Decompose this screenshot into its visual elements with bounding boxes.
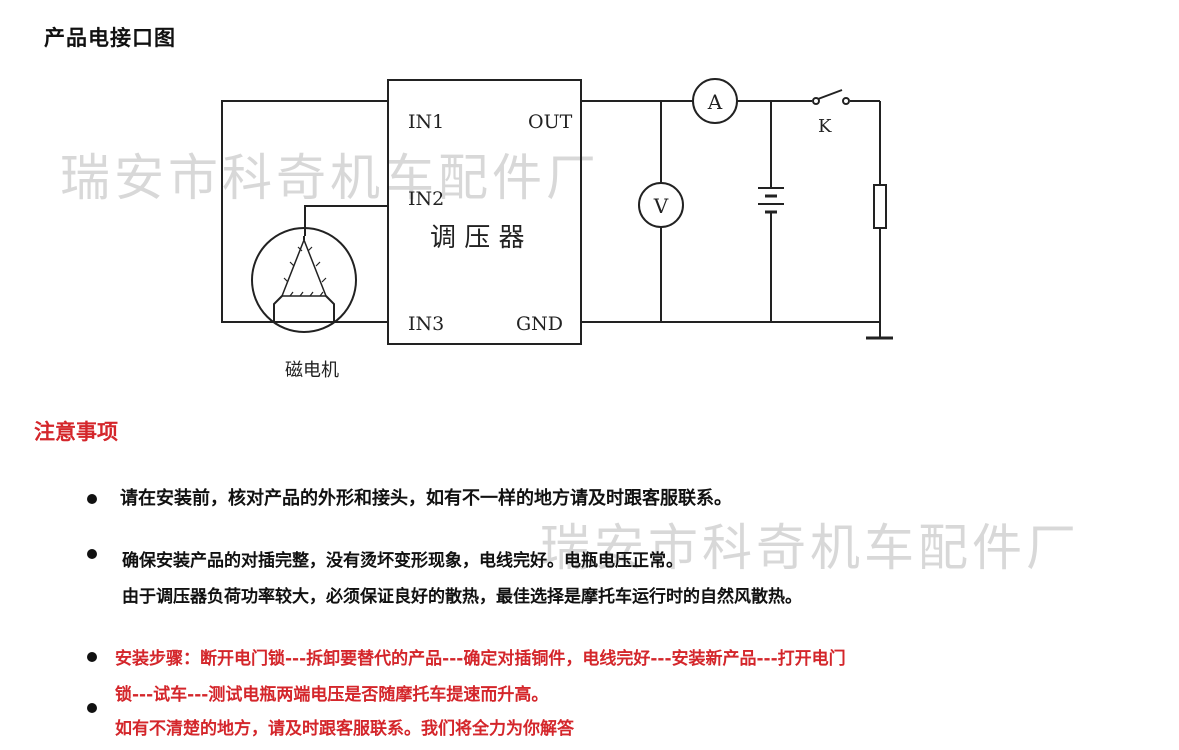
note-item-1: 请在安装前，核对产品的外形和接头，如有不一样的地方请及时跟客服联系。 [120,488,732,509]
label-in3: IN3 [408,313,444,335]
label-in1: IN1 [408,111,444,133]
bullet-4 [87,703,97,713]
magneto-delta [280,237,328,297]
label-gnd: GND [516,313,563,335]
magneto-circle [251,227,357,333]
magneto-lead-right [325,295,335,322]
label-out: OUT [528,111,573,133]
ammeter-circle [692,78,738,124]
regulator-box [387,79,582,345]
label-ammeter: A [707,90,723,114]
voltmeter-circle [638,182,684,228]
load-resistor [873,184,887,229]
switch-blade [817,89,843,100]
wire-in1-in3 [221,100,388,323]
label-voltmeter: V [653,194,669,218]
label-switch: K [818,116,832,137]
page-title: 产品电接口图 [44,26,176,50]
note-item-2-line-1: 确保安装产品的对插完整，没有烫坏变形现象，电线完好。电瓶电压正常。 [122,551,683,571]
switch-contact-right [842,97,850,105]
wire-in2 [304,205,388,236]
magneto-winding [283,246,327,297]
bullet-3 [87,652,97,662]
note-item-2-line-2: 由于调压器负荷功率较大，必须保证良好的散热，最佳选择是摩托车运行时的自然风散热。 [122,587,802,607]
bullet-1 [87,494,97,504]
label-in2: IN2 [408,188,444,210]
switch-contact-left [812,97,820,105]
note-item-3-line-2: 锁---试车---测试电瓶两端电压是否随摩托车提速而升高。 [115,685,549,705]
label-magneto: 磁电机 [285,360,339,381]
note-item-4: 如有不清楚的地方，请及时跟客服联系。我们将全力为你解答 [115,719,574,739]
note-item-3-line-1: 安装步骤：断开电门锁---拆卸要替代的产品---确定对插铜件，电线完好---安装… [115,649,846,669]
magneto-lead-left [273,295,283,322]
notes-title: 注意事项 [34,420,118,444]
bullet-2 [87,549,97,559]
label-regulator: 调 压 器 [430,223,525,253]
circuit-diagram: IN1 IN2 IN3 OUT GND 调 压 器 A V K 磁电机 [221,78,893,381]
